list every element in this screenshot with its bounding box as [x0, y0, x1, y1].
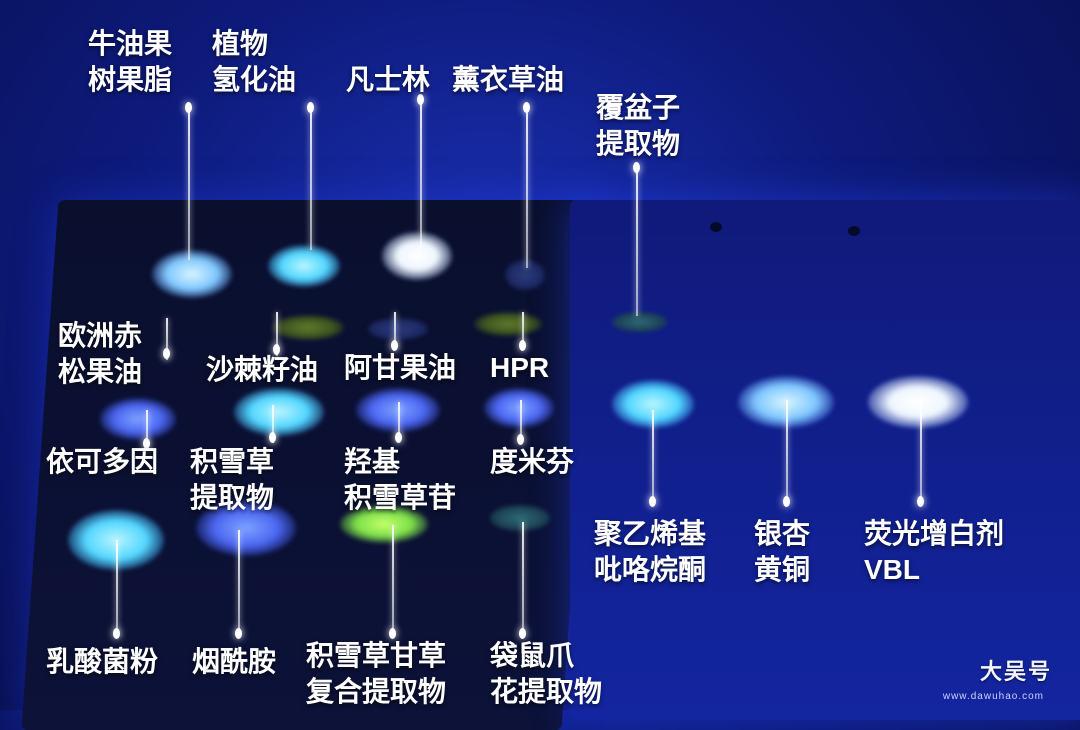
label-zhiwu: 植物 氢化油	[212, 28, 297, 95]
pointer-dot	[519, 340, 526, 351]
pointer-line	[392, 525, 394, 635]
label-niuyouguo: 牛油果 树果脂	[88, 28, 173, 95]
watermark-brand: 大吴号	[979, 659, 1052, 684]
pointer-line	[146, 410, 148, 450]
label-ouzhouchi: 欧洲赤 松果油	[58, 320, 143, 387]
pointer-line	[786, 400, 788, 504]
label-dumifen: 度米芬	[490, 446, 575, 477]
board-hole	[710, 222, 722, 232]
pointer-line	[420, 100, 422, 250]
pointer-dot	[273, 344, 280, 355]
pointer-line	[238, 530, 240, 636]
pointer-line	[652, 410, 654, 504]
sample-daishuzhua	[490, 505, 550, 531]
pointer-line	[116, 540, 118, 636]
pointer-dot	[389, 628, 396, 639]
watermark-url: www.dawuhao.com	[942, 691, 1044, 702]
label-yingguang: 荧光增白剂 VBL	[864, 518, 1005, 585]
pointer-dot	[143, 438, 150, 449]
pointer-line	[522, 312, 524, 350]
label-rusuanjun: 乳酸菌粉	[46, 646, 159, 677]
uv-photo-scene: 牛油果 树果脂 植物 氢化油 凡士林 薰衣草油 覆盆子 提取物 欧洲赤 松果油 …	[21, 28, 1080, 730]
sample-dumifen	[484, 388, 554, 428]
pointer-dot	[517, 434, 524, 445]
pointer-dot	[917, 496, 924, 507]
pointer-line	[272, 405, 274, 443]
board-hole	[848, 226, 860, 236]
sample-zhiwu	[268, 245, 340, 287]
label-aganguo: 阿甘果油	[344, 352, 457, 383]
pointer-line	[166, 318, 168, 360]
pointer-dot	[391, 340, 398, 351]
pointer-dot	[633, 162, 640, 173]
sample-shajizi-top	[272, 315, 344, 340]
label-hpr: HPR	[490, 352, 550, 383]
pointer-line	[188, 108, 190, 260]
pointer-line	[520, 400, 522, 440]
pointer-dot	[307, 102, 314, 113]
pointer-line	[310, 108, 312, 250]
pointer-dot	[113, 628, 120, 639]
label-xunyicao: 薰衣草油	[452, 64, 565, 95]
sample-hpr-top	[474, 312, 542, 336]
pointer-dot	[519, 628, 526, 639]
pointer-line	[636, 168, 638, 316]
sample-fanshilin	[382, 232, 452, 280]
label-juyixi: 聚乙烯基 吡咯烷酮	[594, 518, 707, 585]
pointer-dot	[523, 102, 530, 113]
sample-jixuecao	[234, 388, 324, 436]
pointer-dot	[783, 496, 790, 507]
pointer-dot	[649, 496, 656, 507]
pointer-dot	[163, 348, 170, 359]
pointer-dot	[185, 102, 192, 113]
sample-fupenzi	[612, 312, 667, 332]
pointer-line	[920, 400, 922, 504]
sample-niuyouguo	[152, 250, 232, 298]
sample-jixuecaogancao	[340, 505, 428, 543]
label-fupenzi: 覆盆子 提取物	[596, 92, 681, 159]
label-qiangji: 羟基 积雪草苷	[344, 446, 457, 513]
pointer-dot	[417, 94, 424, 105]
sample-yikeduoyin	[100, 398, 176, 440]
pointer-dot	[395, 432, 402, 443]
sample-xunyicao	[505, 260, 545, 290]
pointer-dot	[269, 432, 276, 443]
sample-aganguo-top	[368, 318, 428, 340]
label-shajizi: 沙棘籽油	[206, 354, 319, 385]
label-yanxian: 烟酰胺	[192, 646, 277, 677]
label-daishuzhua: 袋鼠爪 花提取物	[490, 640, 603, 707]
sample-yanxian	[196, 500, 296, 556]
right-test-board	[570, 200, 1080, 720]
label-jixuecaogancao: 积雪草甘草 复合提取物	[306, 640, 447, 707]
pointer-dot	[235, 628, 242, 639]
label-fanshilin: 凡士林	[346, 64, 431, 95]
pointer-line	[526, 108, 528, 268]
label-yikeduoyin: 依可多因	[46, 446, 159, 477]
sample-yingguang	[868, 376, 968, 428]
pointer-line	[276, 312, 278, 356]
label-yinxing: 银杏 黄铜	[754, 518, 811, 585]
pointer-line	[522, 522, 524, 635]
pointer-line	[394, 312, 396, 350]
label-jixuecao: 积雪草 提取物	[190, 446, 275, 513]
pointer-line	[398, 402, 400, 442]
